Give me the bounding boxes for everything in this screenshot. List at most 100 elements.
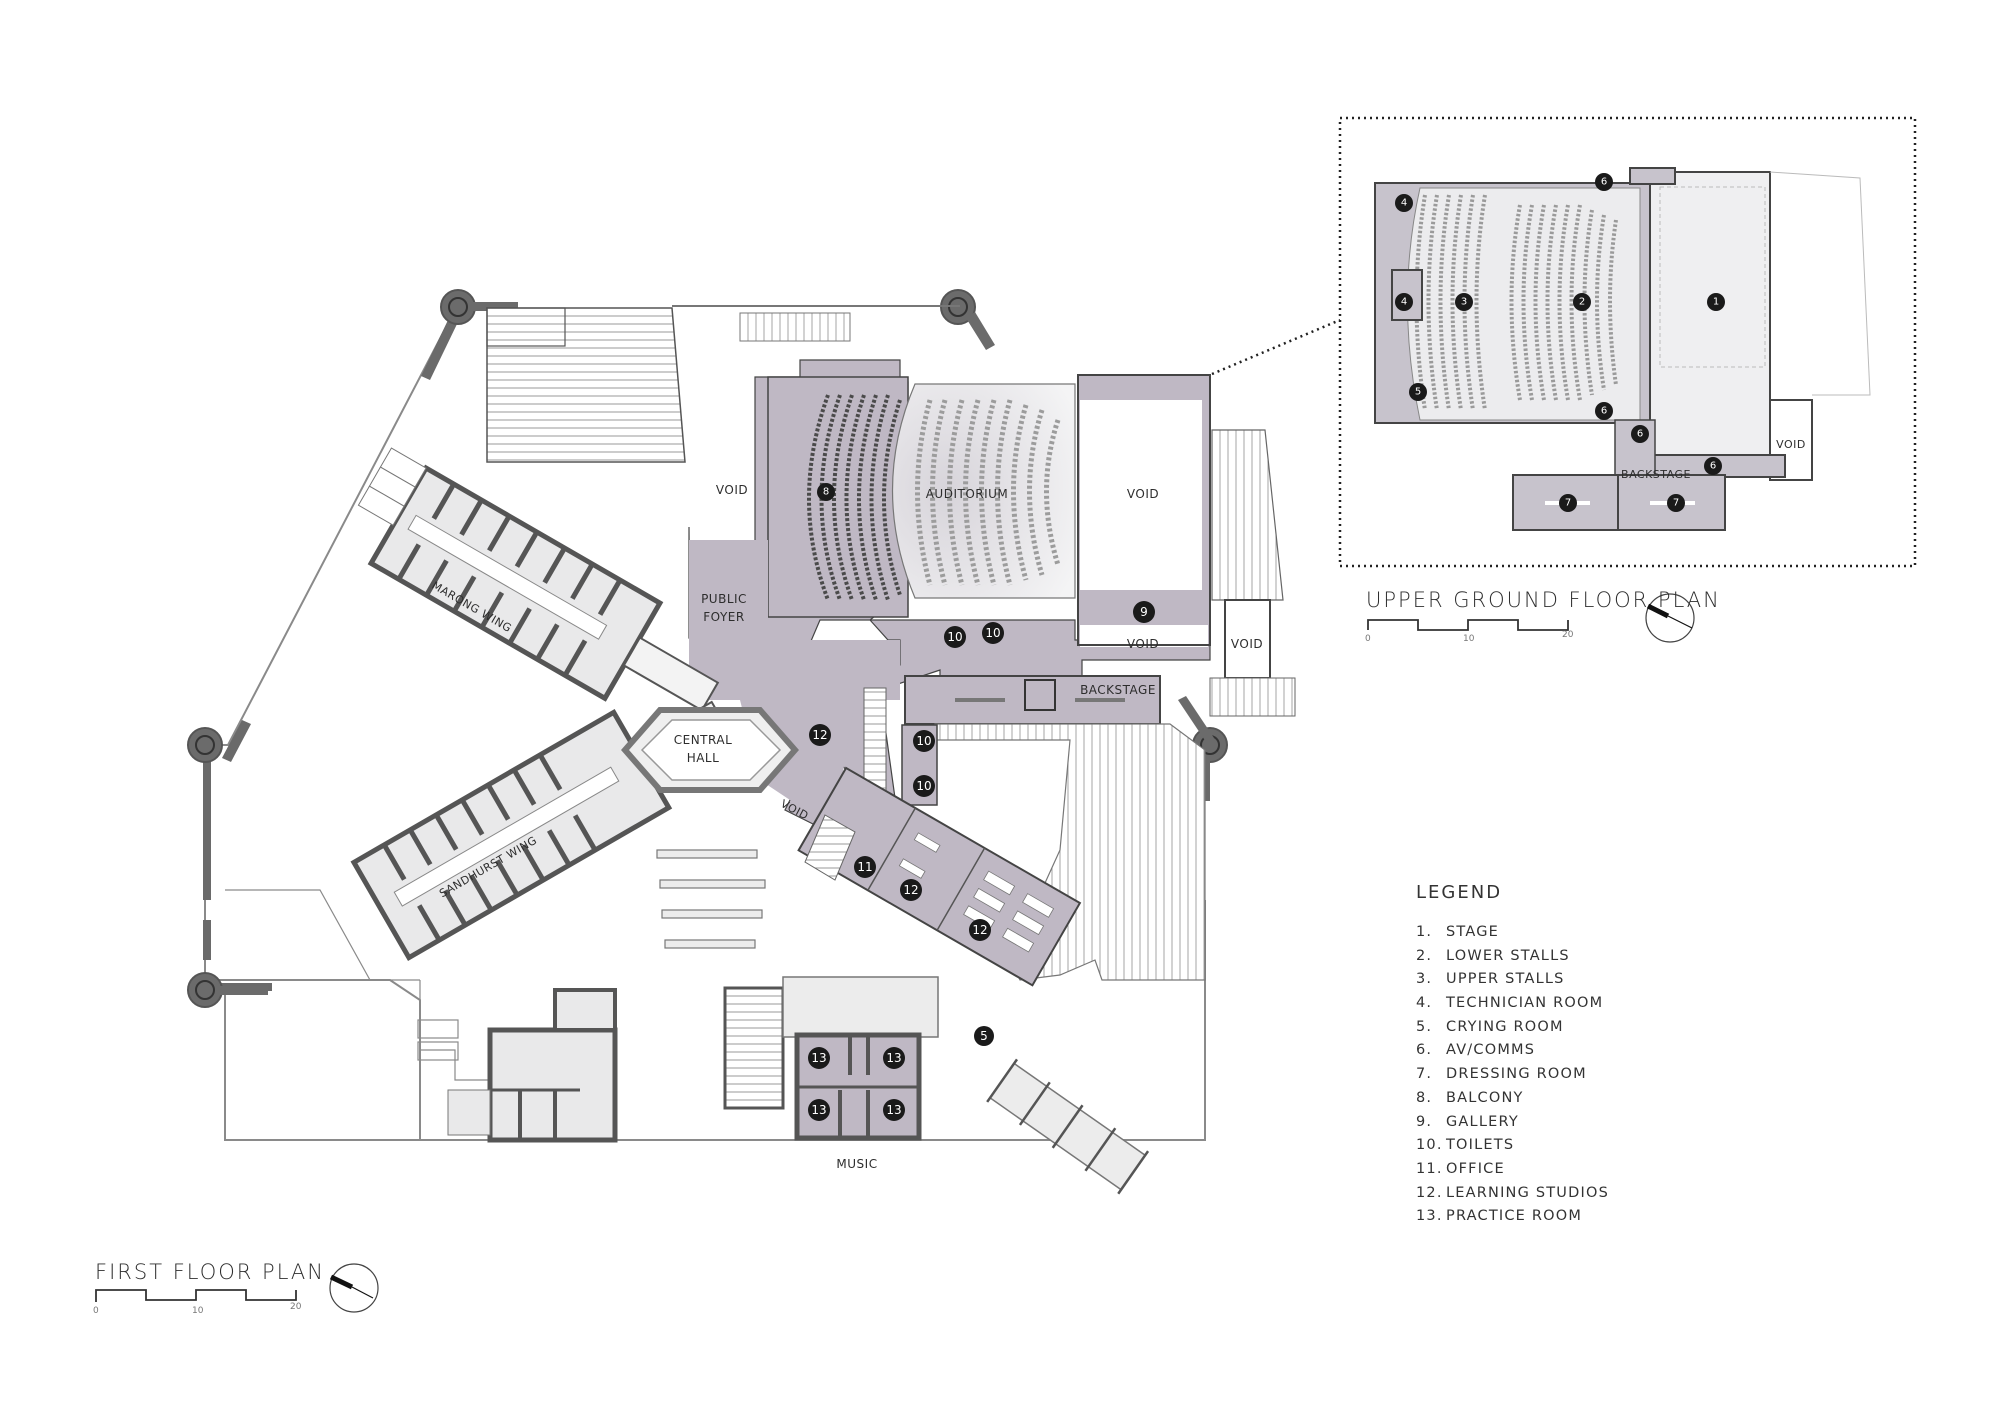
south-building-left [447, 988, 618, 1143]
marker-technician-room: 4 [1395, 293, 1413, 311]
upper-ground-markers: 1 2 3 4 4 5 6 6 6 6 7 7 [1395, 173, 1725, 512]
marker-learning-studio: 12 [809, 724, 831, 746]
svg-text:3: 3 [1461, 297, 1467, 308]
canopy-bridge [986, 1058, 1150, 1195]
svg-text:12: 12 [972, 923, 987, 937]
marker-practice-room: 13 [808, 1047, 830, 1069]
stage-void [1080, 400, 1202, 590]
terrace-inner [486, 307, 566, 347]
scale-tick-10: 10 [192, 1306, 204, 1316]
svg-text:10: 10 [947, 630, 962, 644]
inset-scale-tick-20: 20 [1562, 630, 1574, 640]
scale-tick-20: 20 [290, 1302, 302, 1312]
svg-text:10: 10 [916, 734, 931, 748]
svg-text:12: 12 [812, 728, 827, 742]
north-arrow-icon-upper-ground [1645, 593, 1695, 643]
backstage-strip [904, 675, 1161, 725]
svg-text:12: 12 [903, 883, 918, 897]
svg-text:6: 6 [1710, 461, 1716, 472]
legend-item: 5.CRYING ROOM [1416, 1018, 1564, 1035]
sandhurst-wing [350, 700, 728, 962]
balcony-area [767, 376, 909, 618]
label-auditorium: AUDITORIUM [926, 487, 1009, 501]
marker-practice-room: 13 [883, 1047, 905, 1069]
marker-dressing-room: 7 [1559, 494, 1577, 512]
svg-text:6: 6 [1637, 429, 1643, 440]
inset-label-backstage: BACKSTAGE [1621, 468, 1691, 481]
marker-learning-studio: 12 [900, 879, 922, 901]
label-void-gallery: VOID [1127, 637, 1159, 651]
legend-item: 3.UPPER STALLS [1416, 971, 1565, 988]
label-music: MUSIC [836, 1157, 877, 1171]
marker-upper-stalls: 3 [1455, 293, 1473, 311]
corner-towers [187, 289, 1228, 1008]
upper-ground-scale-bar [1367, 619, 1569, 631]
marker-office: 11 [854, 856, 876, 878]
marker-practice-room: 13 [808, 1099, 830, 1121]
inset-scale-tick-10: 10 [1463, 634, 1475, 644]
label-backstage: BACKSTAGE [1080, 683, 1156, 697]
legend-item: 8.BALCONY [1416, 1089, 1524, 1106]
label-central-hall-2: HALL [687, 751, 720, 765]
marker-av-comms: 6 [1595, 173, 1613, 191]
svg-text:6: 6 [1601, 177, 1607, 188]
balcony-seating [807, 394, 902, 601]
svg-text:5: 5 [1415, 387, 1421, 398]
svg-text:13: 13 [886, 1051, 901, 1065]
svg-text:11: 11 [857, 860, 872, 874]
marker-crying-room: 5 [1409, 383, 1427, 401]
first-floor-scale-bar [95, 1289, 297, 1302]
marker-av-comms: 6 [1704, 457, 1722, 475]
marker-av-comms: 6 [1631, 425, 1649, 443]
terrace-hatched [486, 307, 686, 463]
legend-item: 10.TOILETS [1416, 1137, 1515, 1154]
label-central-hall-1: CENTRAL [674, 733, 733, 747]
marker-toilets: 10 [982, 622, 1004, 644]
marker-dressing-room: 7 [1667, 494, 1685, 512]
svg-text:9: 9 [1140, 605, 1148, 619]
outdoor-canopy [656, 849, 766, 949]
inset-frame [1338, 116, 1917, 568]
svg-text:4: 4 [1401, 198, 1407, 209]
marker-toilets: 10 [944, 626, 966, 648]
scale-tick-0: 0 [93, 1306, 99, 1316]
svg-text:13: 13 [811, 1051, 826, 1065]
svg-text:4: 4 [1401, 297, 1407, 308]
auditorium-seating [915, 399, 1061, 586]
upper-ground-plan [1374, 167, 1871, 531]
legend-title: LEGEND [1416, 882, 1503, 903]
label-void-stage: VOID [1127, 487, 1159, 501]
legend-item: 6.AV/COMMS [1416, 1042, 1536, 1059]
svg-text:1: 1 [1713, 297, 1719, 308]
marker-practice-room: 13 [883, 1099, 905, 1121]
inset-scale-tick-0: 0 [1365, 634, 1371, 644]
marong-wing [357, 447, 720, 712]
marker-lower-stalls: 2 [1573, 293, 1591, 311]
gallery-void [1080, 625, 1208, 647]
legend-item: 4.TECHNICIAN ROOM [1416, 995, 1604, 1012]
legend-item: 9.GALLERY [1416, 1113, 1519, 1130]
upper-ground-title: UPPER GROUND FLOOR PLAN [1366, 588, 1721, 612]
marker-crying-room: 5 [974, 1026, 994, 1046]
legend-item: 1.STAGE [1416, 924, 1499, 940]
marker-toilets: 10 [913, 730, 935, 752]
svg-text:8: 8 [823, 487, 829, 498]
marker-learning-studio: 12 [969, 919, 991, 941]
marker-stage: 1 [1707, 293, 1725, 311]
inset-label-void: VOID [1776, 438, 1806, 451]
deck-hatched [934, 723, 1206, 981]
label-void-top: VOID [716, 483, 748, 497]
svg-text:2: 2 [1579, 297, 1585, 308]
marker-technician-room: 4 [1395, 194, 1413, 212]
first-floor-title: FIRST FLOOR PLAN [95, 1260, 325, 1284]
tower-icon-sw [187, 972, 268, 1008]
tower-icon-nw [440, 289, 518, 325]
learning-wing [797, 766, 1082, 987]
legend-item: 2.LOWER STALLS [1416, 947, 1570, 964]
music-upper [782, 976, 939, 1038]
stepped-block [723, 986, 785, 1110]
first-floor-markers: 8 9 10 10 10 10 12 11 12 12 5 13 13 13 1… [808, 483, 1155, 1121]
tower-icon-w [187, 727, 223, 763]
marker-balcony: 8 [817, 483, 835, 501]
